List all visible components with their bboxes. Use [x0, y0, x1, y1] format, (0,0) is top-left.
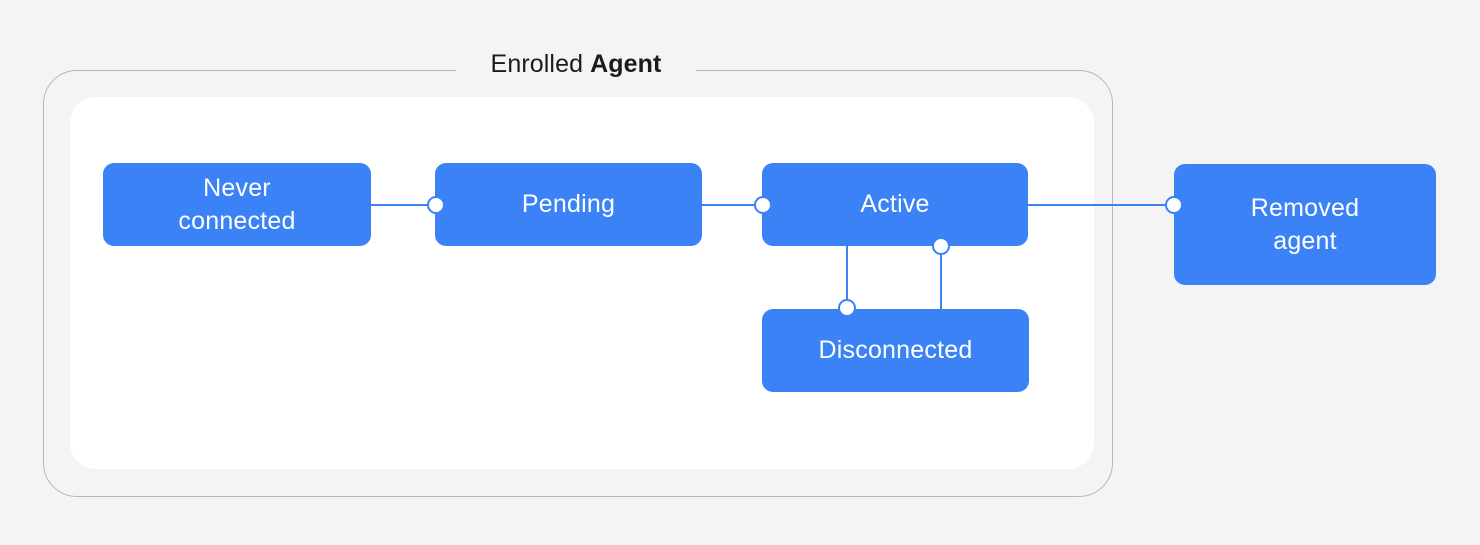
state-node-removed-agent[interactable]: Removed agent [1174, 164, 1436, 285]
edge-active-to-removed-agent [1028, 204, 1174, 206]
state-node-active-label: Active [860, 190, 930, 218]
connector-dot-removed-agent-input [1165, 196, 1183, 214]
state-node-never-connected[interactable]: Never connected [103, 163, 371, 246]
never-connected-label-line1: Never [203, 173, 271, 202]
state-node-never-connected-label: Never connected [178, 172, 295, 238]
state-node-disconnected-label: Disconnected [818, 336, 973, 364]
state-node-removed-agent-label: Removed agent [1251, 192, 1359, 258]
connector-dot-active-bottom-input [932, 237, 950, 255]
state-node-disconnected[interactable]: Disconnected [762, 309, 1029, 392]
removed-agent-label-line1: Removed [1250, 193, 1360, 222]
edge-disconnected-to-active [940, 246, 942, 310]
diagram-inner-panel [70, 97, 1094, 469]
edge-pending-to-active [702, 204, 763, 206]
legend-border-gap [456, 62, 696, 80]
never-connected-label-line2: connected [178, 206, 296, 235]
group-legend-bold-text: Agent [590, 50, 662, 78]
state-node-pending-label: Pending [521, 190, 616, 218]
edge-active-to-disconnected [846, 246, 848, 309]
state-node-pending[interactable]: Pending [435, 163, 702, 246]
removed-agent-label-line2: agent [1273, 226, 1337, 255]
group-legend: Enrolled Agent [456, 48, 696, 80]
state-node-active[interactable]: Active [762, 163, 1028, 246]
edge-never-connected-to-pending [371, 204, 436, 206]
group-legend-light-text: Enrolled [490, 50, 591, 78]
connector-dot-pending-input [427, 196, 445, 214]
connector-dot-disconnected-input [838, 299, 856, 317]
connector-dot-active-input [754, 196, 772, 214]
